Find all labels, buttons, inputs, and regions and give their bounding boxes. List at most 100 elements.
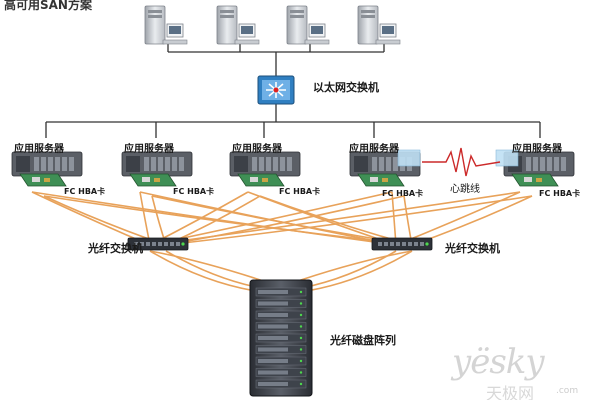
disk-led-icon bbox=[299, 325, 303, 328]
fiber-link bbox=[391, 191, 397, 246]
fc-switch-port bbox=[414, 242, 418, 246]
server-drive-slot bbox=[158, 157, 163, 171]
client-pc bbox=[144, 5, 188, 45]
pc-screen bbox=[311, 26, 323, 34]
disk-shelf-drives bbox=[258, 336, 288, 340]
app-server bbox=[495, 149, 575, 187]
hba-chip bbox=[382, 178, 388, 182]
disk-led-icon bbox=[299, 371, 303, 374]
fc-switch-port bbox=[158, 242, 162, 246]
app-server bbox=[349, 149, 421, 187]
pc-keyboard bbox=[234, 39, 260, 45]
hba-card bbox=[19, 173, 67, 187]
fiber-link bbox=[165, 195, 533, 246]
server-drive-slot bbox=[55, 157, 60, 171]
disk-led-icon bbox=[299, 302, 303, 305]
pc-drive-bay bbox=[290, 10, 304, 13]
fc-switch-label-left: 光纤交换机 bbox=[88, 242, 143, 255]
server-drive-slot bbox=[144, 157, 149, 171]
server-panel bbox=[16, 156, 30, 172]
hba-chip bbox=[536, 178, 542, 182]
disk-shelf-drives bbox=[258, 382, 288, 386]
hba-chip bbox=[44, 178, 50, 182]
hba-chip bbox=[32, 177, 40, 182]
fiber-link bbox=[149, 191, 521, 246]
hba-chip bbox=[524, 177, 532, 182]
diagram-title: 高可用SAN方案 bbox=[4, 0, 92, 12]
disk-led-icon bbox=[299, 313, 303, 317]
disk-shelf-drives bbox=[258, 290, 288, 294]
fc-switch-port bbox=[396, 242, 400, 246]
hba-chip bbox=[142, 177, 150, 182]
server-drive-slot bbox=[259, 157, 264, 171]
server-drive-slot bbox=[526, 157, 531, 171]
pc-keyboard bbox=[304, 39, 330, 45]
server-drive-slot bbox=[561, 157, 566, 171]
disk-shelf-drives bbox=[258, 313, 288, 317]
disk-shelf-drives bbox=[258, 324, 288, 329]
fc-switch-led-icon bbox=[425, 242, 429, 246]
server-drive-slot bbox=[533, 157, 538, 171]
app-server-label: 应用服务器 bbox=[14, 144, 64, 155]
server-drive-slot bbox=[69, 157, 74, 171]
server-drive-slot bbox=[379, 157, 384, 171]
hba-card bbox=[511, 173, 559, 187]
heartbeat-label: 心跳线 bbox=[450, 184, 480, 195]
server-drive-slot bbox=[554, 157, 559, 171]
server-drive-slot bbox=[151, 157, 156, 171]
pc-drive-bay bbox=[290, 15, 304, 18]
disk-led-icon bbox=[299, 336, 303, 340]
disk-led-icon bbox=[299, 359, 303, 363]
client-pc bbox=[216, 5, 260, 45]
fc-switch-port bbox=[164, 242, 168, 246]
disk-led-icon bbox=[299, 290, 303, 294]
pc-drive-bay bbox=[220, 15, 234, 18]
hba-chip bbox=[370, 177, 378, 182]
fc-switch-port bbox=[146, 242, 150, 246]
app-server-label: 应用服务器 bbox=[124, 144, 174, 155]
app-server bbox=[121, 151, 193, 187]
server-drive-slot bbox=[266, 157, 271, 171]
server-drive-slot bbox=[252, 157, 257, 171]
watermark-domain: .com bbox=[556, 386, 579, 396]
server-drive-slot bbox=[41, 157, 46, 171]
fc-switch-port bbox=[176, 242, 180, 246]
fc-switch-port bbox=[170, 242, 174, 246]
switch-hub-icon bbox=[273, 87, 279, 93]
ethernet-switch bbox=[257, 75, 295, 105]
server-drive-slot bbox=[372, 157, 377, 171]
hba-card-label: FC HBA卡 bbox=[382, 189, 424, 198]
pc-screen bbox=[169, 26, 181, 34]
pc-drive-bay bbox=[148, 15, 162, 18]
server-drive-slot bbox=[287, 157, 292, 171]
hba-card-label: FC HBA卡 bbox=[539, 189, 581, 198]
app-server bbox=[229, 151, 301, 187]
watermark-logo: yësky bbox=[452, 342, 545, 382]
server-drive-slot bbox=[48, 157, 53, 171]
fc-switch-port bbox=[384, 242, 388, 246]
hba-card bbox=[237, 173, 285, 187]
app-server bbox=[11, 151, 83, 187]
server-drive-slot bbox=[172, 157, 177, 171]
cluster-panel bbox=[495, 149, 519, 167]
ethernet-links bbox=[45, 44, 541, 138]
fc-switch-led-icon bbox=[181, 242, 185, 246]
hba-card bbox=[129, 173, 177, 187]
disk-led-icon bbox=[299, 382, 303, 386]
app-server-label: 应用服务器 bbox=[512, 144, 562, 155]
heartbeat-wave-icon bbox=[422, 147, 501, 177]
ethernet-switch-label: 以太网交换机 bbox=[313, 81, 379, 94]
pc-screen bbox=[382, 26, 394, 34]
server-drive-slot bbox=[273, 157, 278, 171]
server-drive-slot bbox=[547, 157, 552, 171]
pc-drive-bay bbox=[220, 10, 234, 13]
pc-drive-bay bbox=[148, 10, 162, 13]
fc-switch-port bbox=[390, 242, 394, 246]
fc-switch-label-right: 光纤交换机 bbox=[445, 242, 500, 255]
disk-array-label: 光纤磁盘阵列 bbox=[330, 334, 396, 347]
fiber-link bbox=[31, 191, 151, 246]
server-panel bbox=[126, 156, 140, 172]
fc-switch-port bbox=[152, 242, 156, 246]
fc-switch-port bbox=[408, 242, 412, 246]
